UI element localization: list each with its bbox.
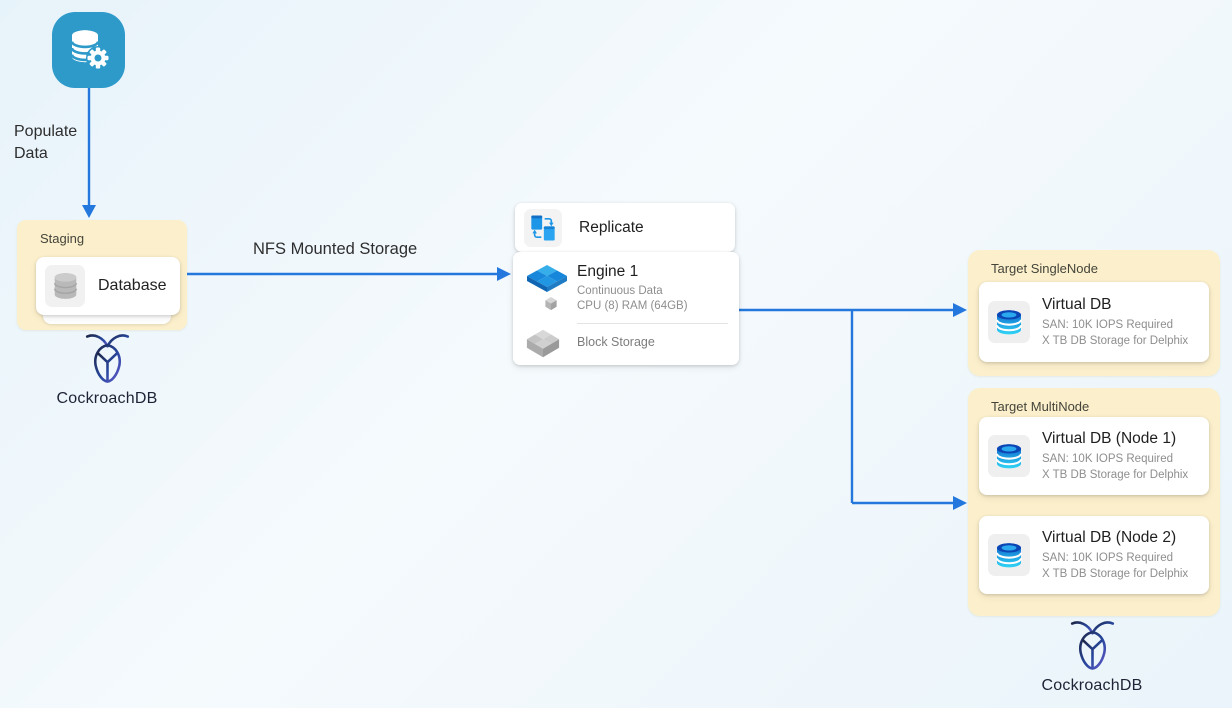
virtual-db-node1-san-line: SAN: 10K IOPS Required: [1042, 452, 1174, 465]
virtual-db-node1-card: Virtual DB (Node 1) SAN: 10K IOPS Requir…: [979, 417, 1209, 495]
engine-subtitle-cpu-ram: CPU (8) RAM (64GB): [577, 300, 688, 312]
target-singlenode-group: Target SingleNode: [968, 250, 1220, 376]
cockroachdb-logo-staging: CockroachDB: [53, 331, 161, 408]
staging-database-card: Database: [36, 257, 180, 315]
target-multinode-label: Target MultiNode: [991, 399, 1090, 414]
virtual-db-icon-tile: [988, 435, 1030, 477]
replicate-icon-tile: [524, 208, 562, 247]
database-gear-icon: [70, 30, 110, 70]
target-singlenode-label: Target SingleNode: [991, 261, 1098, 276]
replicate-label: Replicate: [579, 218, 644, 236]
replicate-card: Replicate: [515, 203, 735, 252]
engine-card: Engine 1 Continuous Data CPU (8) RAM (64…: [513, 252, 739, 365]
populate-data-label: Populate Data: [14, 123, 78, 162]
cockroachdb-logo-text: CockroachDB: [56, 390, 158, 407]
block-storage-label: Block Storage: [577, 335, 655, 349]
virtual-db-title: Virtual DB: [1042, 295, 1112, 313]
virtual-db-node1-title: Virtual DB (Node 1): [1042, 429, 1177, 447]
divider: [577, 323, 728, 324]
delphix-vdb-icon: [995, 443, 1023, 468]
table-sync-icon: [531, 215, 555, 240]
virtual-db-node2-storage-line: X TB DB Storage for Delphix: [1042, 567, 1189, 580]
cockroachdb-logo-target: CockroachDB: [1037, 618, 1147, 695]
database-card-label: Database: [98, 277, 167, 294]
virtual-db-node2-san-line: SAN: 10K IOPS Required: [1042, 551, 1174, 564]
database-icon-tile: [45, 265, 85, 307]
database-cylinder-icon: [53, 273, 77, 299]
isometric-tiles-icon: [527, 265, 567, 292]
isometric-cubes-icon: [526, 329, 560, 358]
target-multinode-group: Target MultiNode: [968, 388, 1220, 616]
virtual-db-icon-tile: [988, 534, 1030, 576]
engine-subtitle-continuous-data: Continuous Data: [577, 285, 663, 297]
nfs-mounted-storage-label: NFS Mounted Storage: [253, 240, 418, 258]
virtual-db-san-line: SAN: 10K IOPS Required: [1042, 318, 1174, 331]
cockroachdb-logo-icon: [85, 334, 129, 383]
virtual-db-node1-storage-line: X TB DB Storage for Delphix: [1042, 468, 1189, 481]
source-database-icon: [52, 12, 125, 88]
virtual-db-card: Virtual DB SAN: 10K IOPS Required X TB D…: [979, 282, 1209, 362]
delphix-vdb-icon: [995, 542, 1023, 567]
virtual-db-node2-card: Virtual DB (Node 2) SAN: 10K IOPS Requir…: [979, 516, 1209, 594]
virtual-db-node2-title: Virtual DB (Node 2): [1042, 528, 1177, 546]
engine-title: Engine 1: [577, 263, 639, 280]
small-cube-icon: [545, 296, 557, 311]
cockroachdb-logo-icon: [1070, 621, 1114, 670]
cockroachdb-logo-text: CockroachDB: [1041, 677, 1143, 694]
delphix-vdb-icon: [995, 309, 1023, 334]
virtual-db-storage-line: X TB DB Storage for Delphix: [1042, 334, 1189, 347]
staging-group-label: Staging: [40, 231, 85, 246]
staging-group: Staging Database: [17, 220, 187, 330]
virtual-db-icon-tile: [988, 301, 1030, 343]
